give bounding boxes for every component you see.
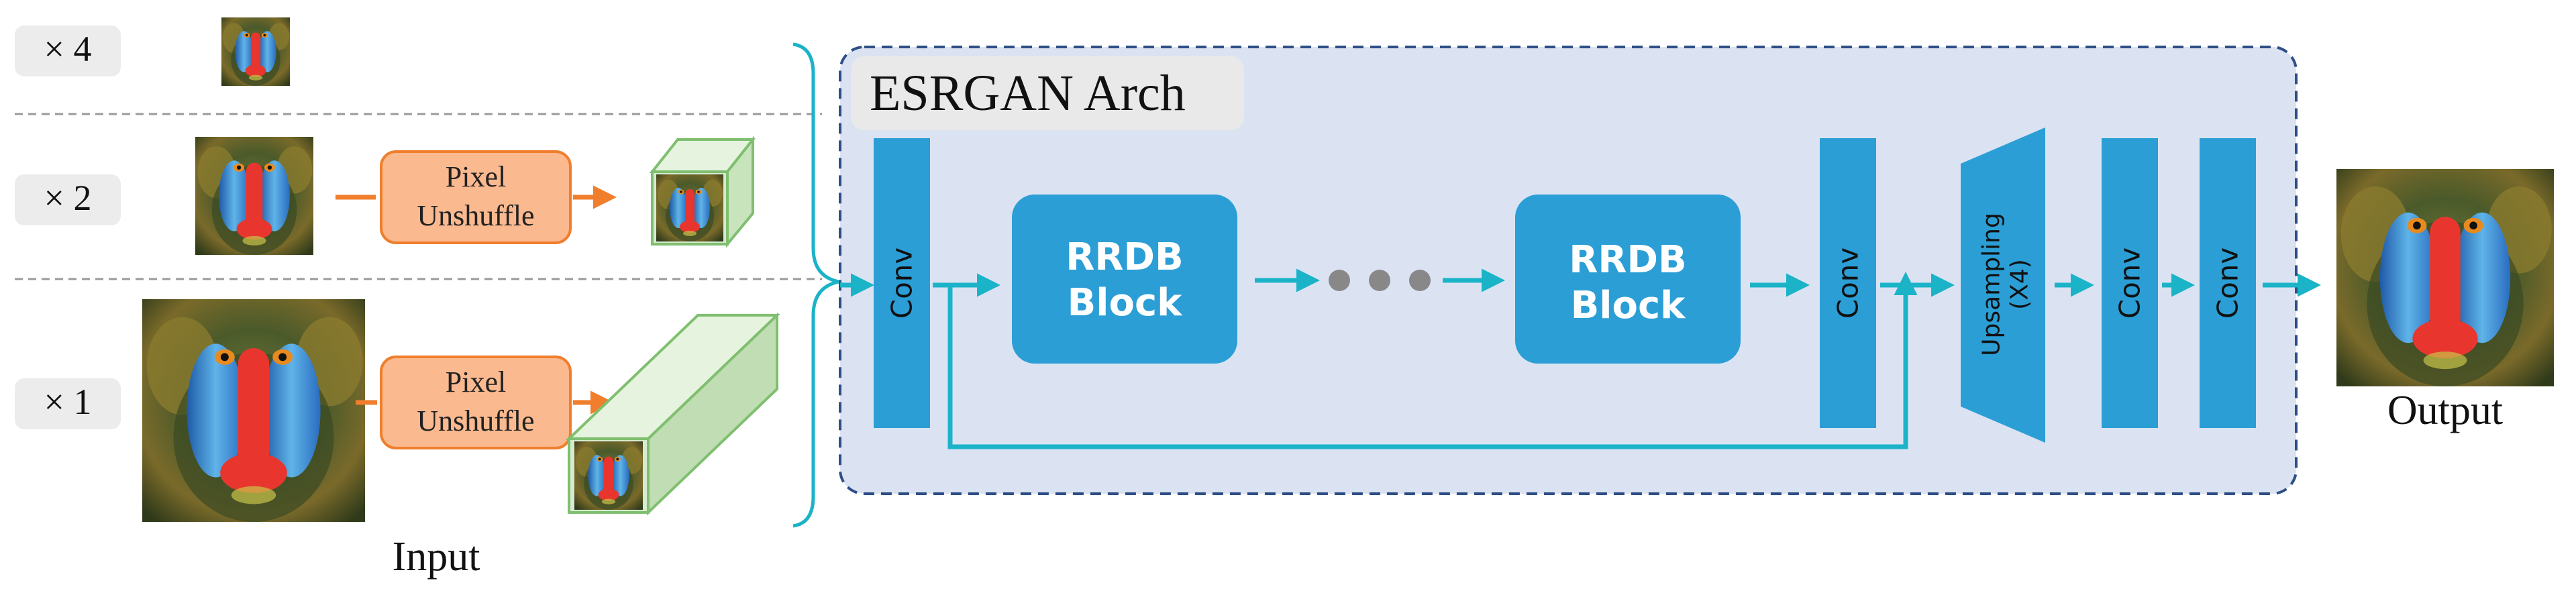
pixel-unshuffle-box-x1: Pixel Unshuffle	[380, 356, 572, 449]
scale-x4-text: × 4	[44, 29, 92, 69]
input-image-x4	[221, 17, 290, 86]
tensor-cube-icon	[649, 135, 756, 248]
upsampling-label-line2: (X4)	[2006, 259, 2034, 310]
pixel-unshuffle-line2: Unshuffle	[417, 404, 534, 437]
conv-block-1: Conv	[874, 138, 930, 428]
conv-label: Conv	[886, 248, 919, 319]
esrgan-arch-panel: ESRGAN Arch Conv RRDB Block RRDB Block	[839, 46, 2298, 495]
conv-block-3: Conv	[2102, 138, 2158, 428]
upsampling-label-line1: Upsampling	[1978, 213, 2006, 356]
conv-label: Conv	[2114, 248, 2147, 319]
skip-connection-arrow	[947, 272, 1918, 449]
grouping-brace	[792, 42, 839, 528]
output-label: Output	[2387, 388, 2503, 433]
conv-label: Conv	[2212, 248, 2245, 319]
rrdb-block-1: RRDB Block	[1012, 195, 1237, 364]
pixel-unshuffle-line1: Pixel	[446, 366, 506, 398]
ellipsis-icon	[1329, 270, 1431, 291]
arch-title: ESRGAN Arch	[870, 65, 1186, 121]
tensor-prism-icon	[566, 312, 780, 516]
rrdb-block-2: RRDB Block	[1515, 195, 1741, 364]
scale-label-x2: × 2	[15, 174, 121, 225]
scale-label-x1: × 1	[15, 378, 121, 429]
rrdb-label-line2: Block	[1571, 284, 1687, 327]
rrdb-label-line1: RRDB	[1066, 235, 1183, 279]
conv-block-4: Conv	[2200, 138, 2256, 428]
input-image-x2	[195, 137, 313, 255]
conv-label: Conv	[1832, 248, 1865, 319]
input-image-x1	[142, 299, 365, 522]
arch-title-tab	[851, 56, 1244, 130]
input-label: Input	[393, 534, 480, 580]
pixel-unshuffle-line1: Pixel	[446, 160, 506, 193]
pixel-unshuffle-box-x2: Pixel Unshuffle	[380, 150, 572, 244]
scale-x2-text: × 2	[44, 178, 92, 218]
scale-x1-text: × 1	[44, 382, 92, 422]
conv-block-2: Conv	[1820, 138, 1876, 428]
pixel-unshuffle-line2: Unshuffle	[417, 199, 534, 232]
output-image	[2336, 169, 2554, 386]
scale-label-x4: × 4	[15, 25, 121, 76]
rrdb-label-line2: Block	[1068, 281, 1184, 325]
upsampling-block: Upsampling (X4)	[1961, 127, 2045, 443]
input-section: × 4 × 2 × 1 Pixel Unshuffle	[15, 17, 822, 580]
rrdb-label-line1: RRDB	[1569, 238, 1686, 282]
